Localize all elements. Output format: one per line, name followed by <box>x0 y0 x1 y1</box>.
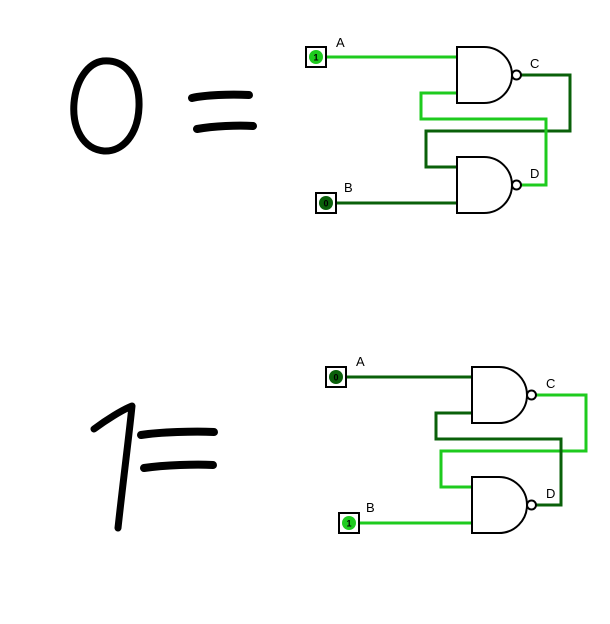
input-pin-b-bottom-state[interactable] <box>342 516 356 530</box>
input-pin-b-top[interactable]: 0 <box>315 192 337 214</box>
nand-gate-top-2 <box>456 156 513 214</box>
label-input-b-bottom: B <box>366 500 375 515</box>
handwritten-equals-top-bar1 <box>188 90 253 102</box>
input-pin-a-top-state[interactable] <box>309 50 323 64</box>
handwritten-zero <box>70 57 143 155</box>
input-pin-a-top-value: 1 <box>313 53 318 63</box>
wire-output-d-feedback-bottom <box>434 411 563 507</box>
label-input-b-top: B <box>344 180 353 195</box>
label-output-d-bottom: D <box>546 486 555 501</box>
label-output-c-bottom: C <box>546 376 555 391</box>
sr-latch-bottom: 0 A 1 B C D <box>325 354 588 534</box>
label-input-a-top: A <box>336 35 345 50</box>
handwritten-equals-bottom-bar2 <box>140 460 217 472</box>
label-input-a-bottom: A <box>356 354 365 369</box>
handwritten-equals-top-bar2 <box>193 121 257 133</box>
nand-gate-bottom-1 <box>471 366 528 424</box>
input-pin-a-bottom-state[interactable] <box>329 370 343 384</box>
input-pin-b-bottom[interactable]: 1 <box>338 512 360 534</box>
sr-latch-top: 1 A 0 B C D <box>305 35 572 214</box>
nand-gate-bottom-2 <box>471 476 528 534</box>
annotation-zero-equals <box>70 57 257 155</box>
input-pin-a-bottom-value: 0 <box>333 373 338 383</box>
input-pin-b-top-value: 0 <box>323 199 328 209</box>
nand-gate-top-2-bubble <box>511 179 522 191</box>
input-pin-b-bottom-value: 1 <box>346 519 351 529</box>
handwritten-equals-bottom-bar1 <box>137 427 218 439</box>
label-output-c-top: C <box>530 56 539 71</box>
wire-output-d-feedback-top <box>419 91 548 187</box>
input-pin-b-top-state[interactable] <box>319 196 333 210</box>
nand-gate-bottom-1-bubble <box>526 389 537 401</box>
input-pin-a-bottom[interactable]: 0 <box>325 366 347 388</box>
handwritten-one <box>90 402 136 532</box>
nand-gate-bottom-2-bubble <box>526 499 537 511</box>
nand-gate-top-1 <box>456 46 513 104</box>
label-output-d-top: D <box>530 166 539 181</box>
nand-gate-top-1-bubble <box>511 69 522 81</box>
wire-output-c-feedback-top <box>424 73 572 169</box>
input-pin-a-top[interactable]: 1 <box>305 46 327 68</box>
annotation-one-equals <box>90 402 218 532</box>
wire-output-c-feedback-bottom <box>439 393 588 489</box>
